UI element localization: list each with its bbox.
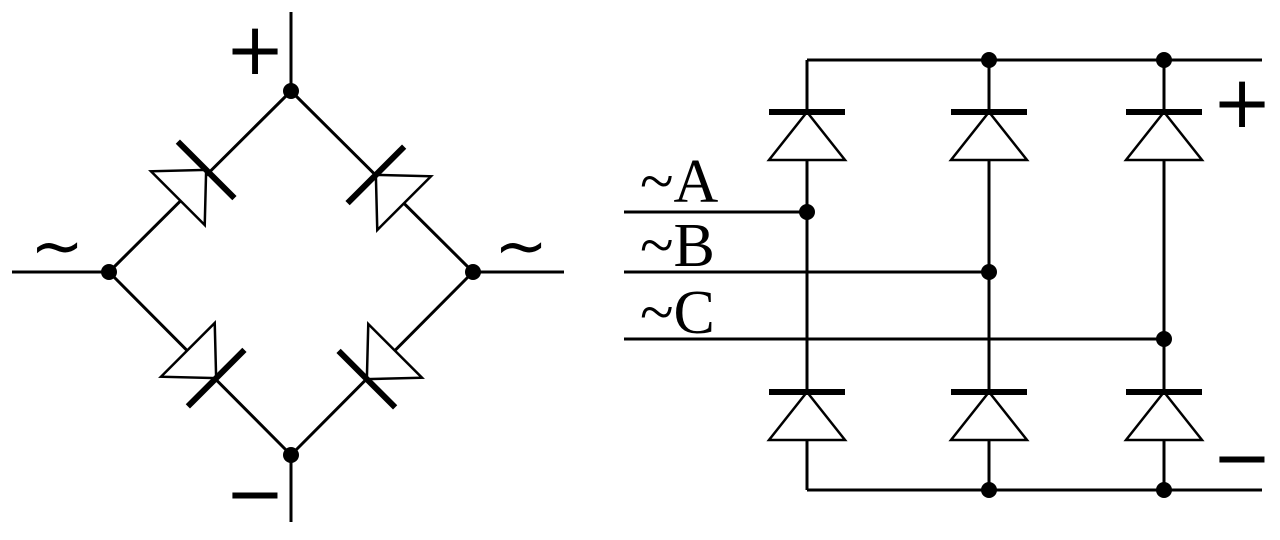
node-negative [283,447,299,463]
three-phase-negative-label: − [1212,415,1272,499]
single-phase-positive-label: + [225,7,285,91]
diode-bridge-upper-right [345,144,434,233]
three-phase-bridge-rectifier: ~A ~B ~C + − [624,52,1272,499]
diode-upper-leg-c [1123,109,1205,162]
node-positive-rail-leg-c [1156,52,1172,68]
node-phase-a [799,204,815,220]
diode-lower-leg-c [1123,389,1205,442]
phase-c-label: ~C [640,279,715,347]
single-phase-negative-label: − [225,451,285,535]
diode-upper-leg-a [766,109,848,162]
single-phase-ac-right-label: ~ [494,210,548,284]
node-negative-rail-leg-c [1156,482,1172,498]
phase-a-label: ~A [640,148,719,216]
three-phase-positive-label: + [1212,60,1272,144]
node-negative-rail-leg-b [981,482,997,498]
single-phase-bridge-rectifier: + − ~ ~ [12,7,564,535]
single-phase-ac-left-label: ~ [30,210,84,284]
node-ac-left [101,264,117,280]
diode-bridge-upper-left [148,139,237,228]
diode-lower-leg-b [948,389,1030,442]
phase-b-label: ~B [640,212,715,280]
diode-bridge-lower-left [158,320,247,409]
node-phase-b [981,264,997,280]
diode-bridge-lower-right [336,321,425,410]
node-ac-right [465,264,481,280]
node-phase-c [1156,331,1172,347]
diode-lower-leg-a [766,389,848,442]
node-positive [283,83,299,99]
node-positive-rail-leg-b [981,52,997,68]
diode-upper-leg-b [948,109,1030,162]
